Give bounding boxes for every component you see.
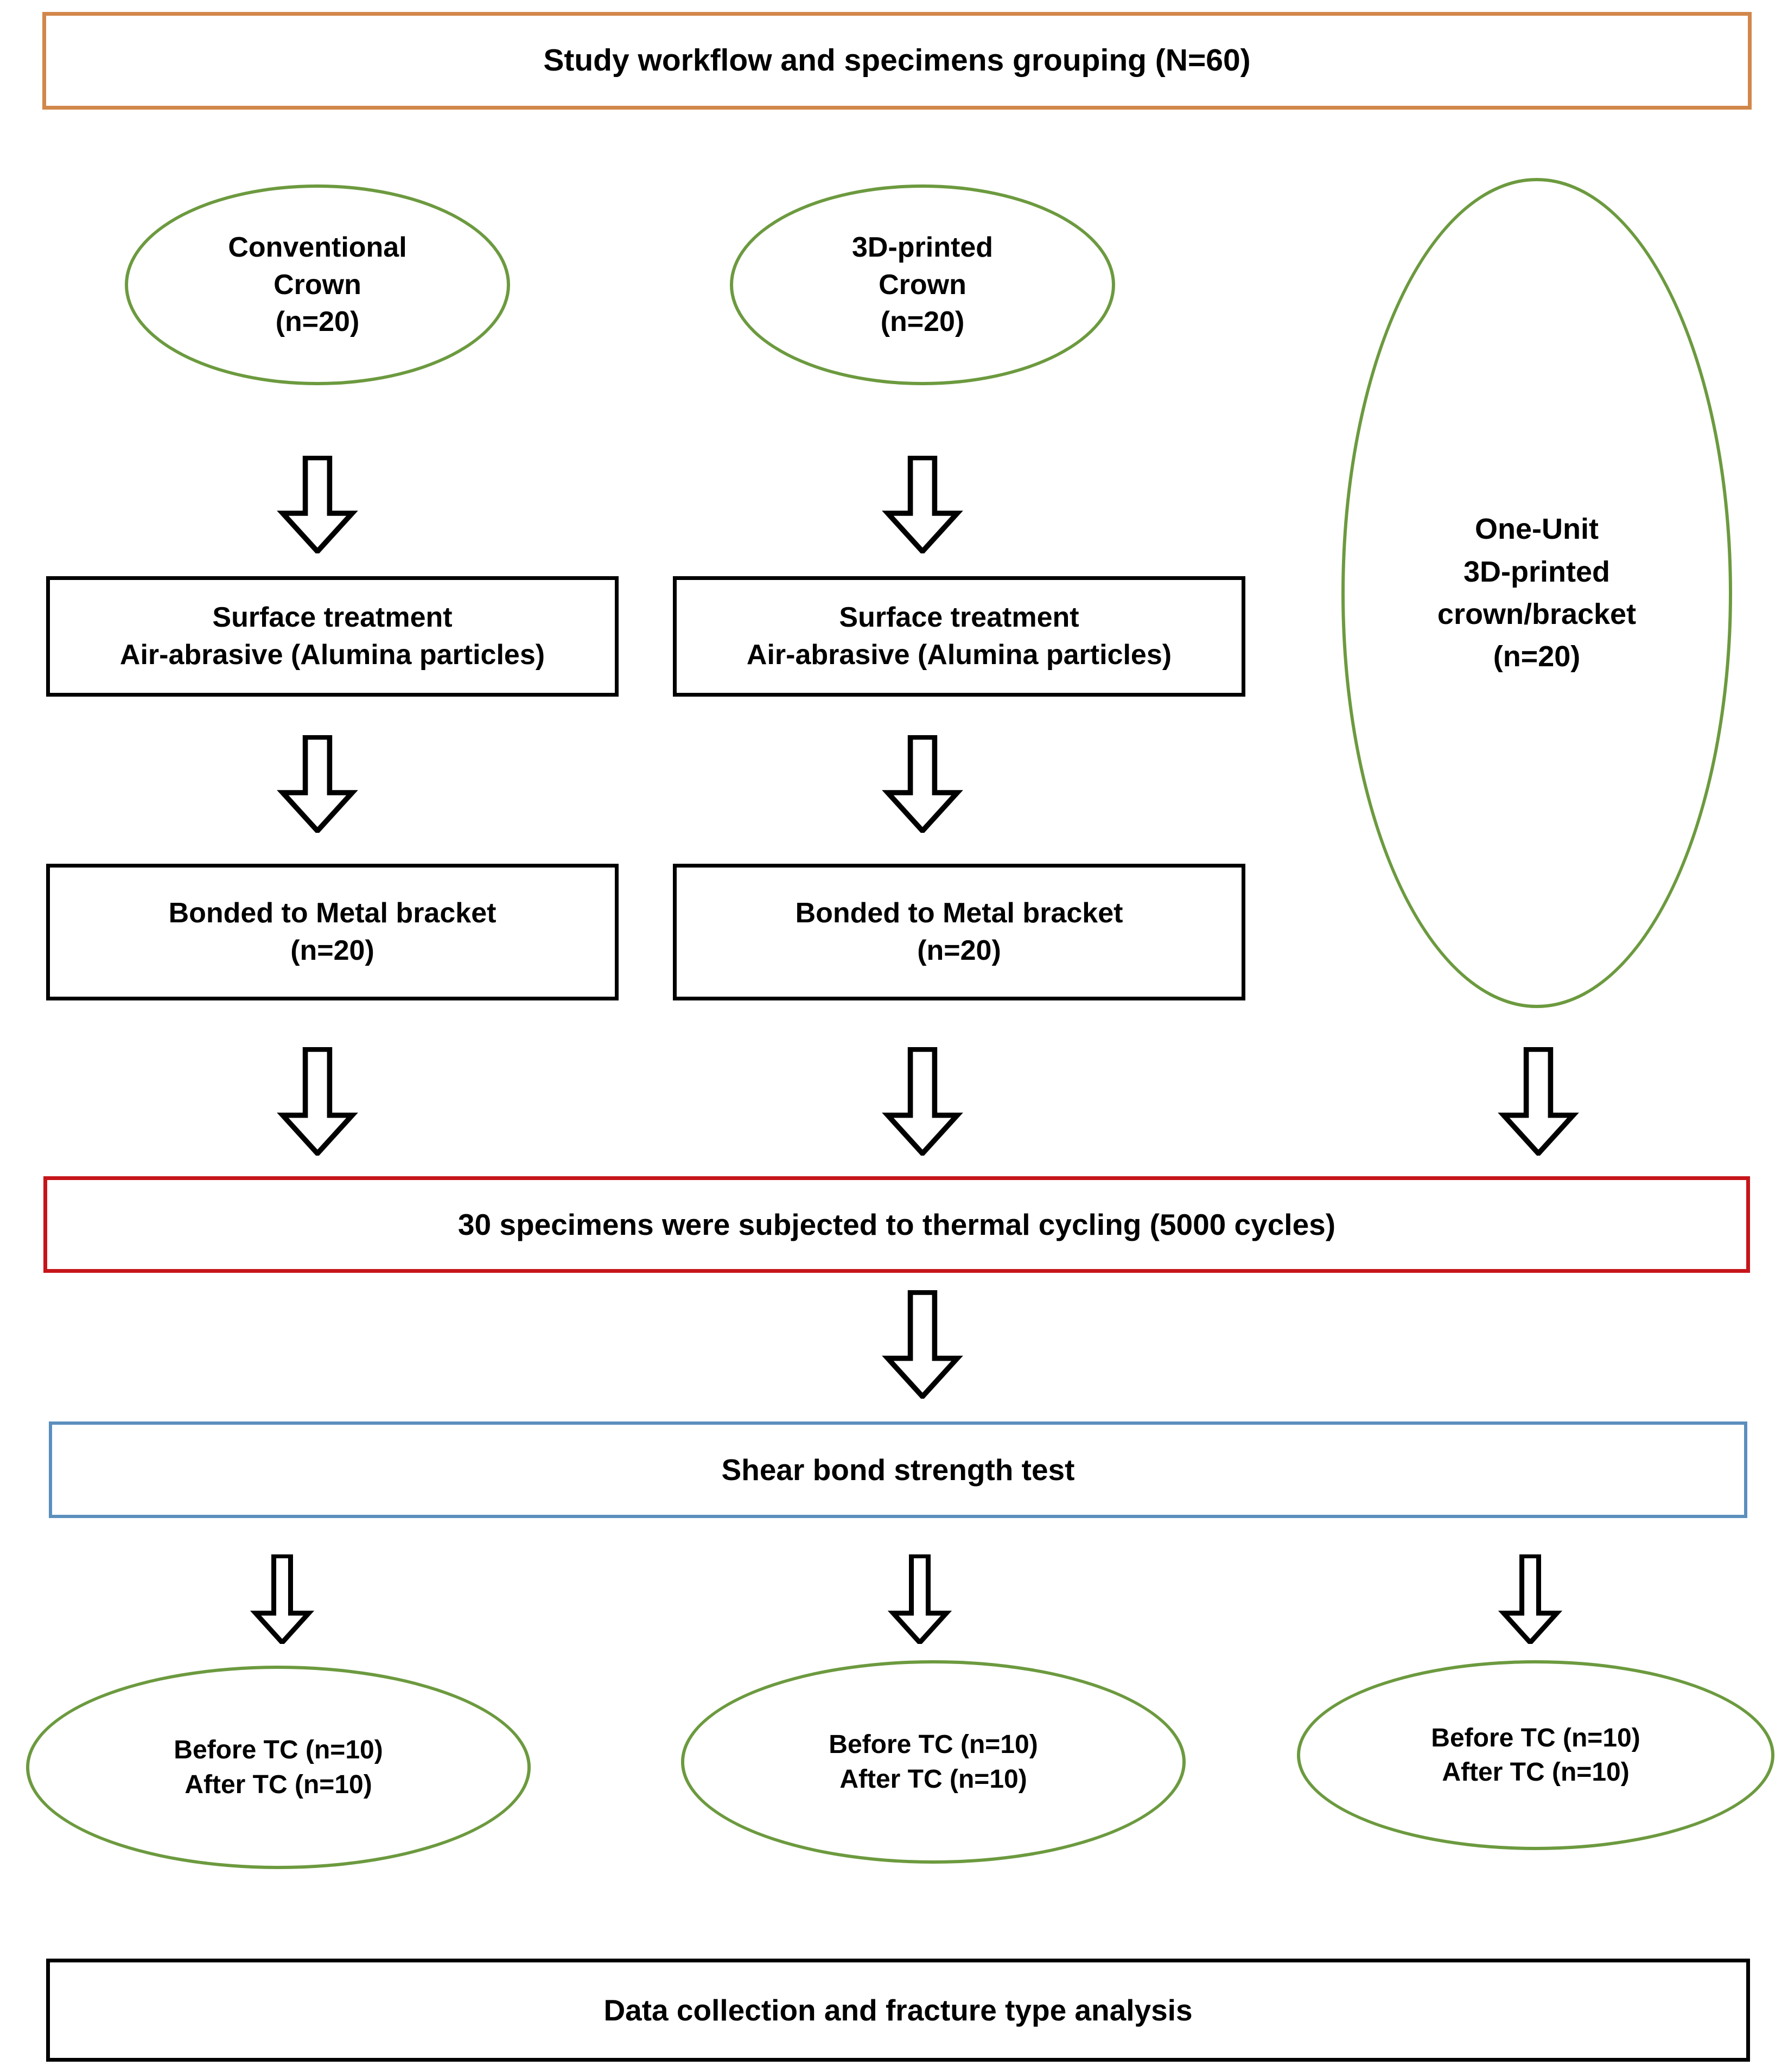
start-ellipse-conventional: Conventional Crown (n=20) xyxy=(125,184,510,385)
arrow-down-to-result-conventional xyxy=(247,1554,317,1644)
step-box-line: Surface treatment xyxy=(839,602,1079,634)
ellipse-line: 3D-printed xyxy=(852,232,993,264)
step-box-surface-treatment-conventional: Surface treatment Air-abrasive (Alumina … xyxy=(46,576,619,697)
ellipse-line: 3D-printed xyxy=(1464,555,1610,588)
step-box-bonded-conventional: Bonded to Metal bracket (n=20) xyxy=(46,864,619,1000)
arrow-down-to-thermal-conventional xyxy=(274,1047,361,1156)
arrow-down-printed-2 xyxy=(879,735,966,833)
step-box-line: Air-abrasive (Alumina particles) xyxy=(119,639,545,671)
arrow-down-to-thermal-printed xyxy=(879,1047,966,1156)
result-ellipse-one-unit: Before TC (n=10) After TC (n=10) xyxy=(1297,1660,1774,1850)
ellipse-line: (n=20) xyxy=(880,306,965,338)
step-box-line: Bonded to Metal bracket xyxy=(168,897,497,929)
ellipse-line: Before TC (n=10) xyxy=(1431,1723,1640,1752)
ellipse-line: After TC (n=10) xyxy=(184,1770,372,1799)
ellipse-line: Before TC (n=10) xyxy=(829,1730,1038,1759)
ellipse-line: (n=20) xyxy=(1493,640,1581,673)
ellipse-line: Before TC (n=10) xyxy=(174,1736,383,1765)
ellipse-line: After TC (n=10) xyxy=(1442,1758,1630,1787)
title-box-label: Study workflow and specimens grouping (N… xyxy=(543,43,1251,78)
title-box: Study workflow and specimens grouping (N… xyxy=(42,12,1752,110)
start-ellipse-one-unit: One-Unit 3D-printed crown/bracket (n=20) xyxy=(1341,178,1732,1008)
arrow-down-to-result-one-unit xyxy=(1495,1554,1566,1644)
ellipse-line: Conventional xyxy=(228,232,407,264)
ellipse-line: Crown xyxy=(879,269,966,301)
arrow-down-conventional-2 xyxy=(274,735,361,833)
step-box-line: Air-abrasive (Alumina particles) xyxy=(746,639,1172,671)
arrow-down-conventional-1 xyxy=(274,456,361,553)
final-box-label: Data collection and fracture type analys… xyxy=(603,1993,1193,2027)
final-box: Data collection and fracture type analys… xyxy=(46,1959,1750,2062)
shear-bond-strength-label: Shear bond strength test xyxy=(721,1452,1075,1487)
ellipse-line: crown/bracket xyxy=(1437,598,1637,630)
arrow-down-to-thermal-one-unit xyxy=(1495,1047,1582,1156)
arrow-down-thermal-to-shear xyxy=(879,1290,966,1399)
ellipse-line: After TC (n=10) xyxy=(839,1764,1027,1794)
start-ellipse-printed: 3D-printed Crown (n=20) xyxy=(730,184,1115,385)
step-box-surface-treatment-printed: Surface treatment Air-abrasive (Alumina … xyxy=(673,576,1245,697)
arrow-down-to-result-printed xyxy=(885,1554,955,1644)
shear-bond-strength-box: Shear bond strength test xyxy=(49,1421,1747,1518)
thermal-cycling-label: 30 specimens were subjected to thermal c… xyxy=(457,1207,1336,1241)
step-box-bonded-printed: Bonded to Metal bracket (n=20) xyxy=(673,864,1245,1000)
result-ellipse-conventional: Before TC (n=10) After TC (n=10) xyxy=(26,1666,531,1869)
step-box-line: (n=20) xyxy=(290,935,374,966)
ellipse-line: (n=20) xyxy=(275,306,360,338)
step-box-line: (n=20) xyxy=(917,935,1001,966)
step-box-line: Surface treatment xyxy=(212,602,453,634)
ellipse-line: Crown xyxy=(273,269,361,301)
ellipse-line: One-Unit xyxy=(1475,513,1599,546)
thermal-cycling-box: 30 specimens were subjected to thermal c… xyxy=(43,1176,1750,1273)
result-ellipse-printed: Before TC (n=10) After TC (n=10) xyxy=(681,1660,1186,1864)
step-box-line: Bonded to Metal bracket xyxy=(795,897,1123,929)
arrow-down-printed-1 xyxy=(879,456,966,553)
